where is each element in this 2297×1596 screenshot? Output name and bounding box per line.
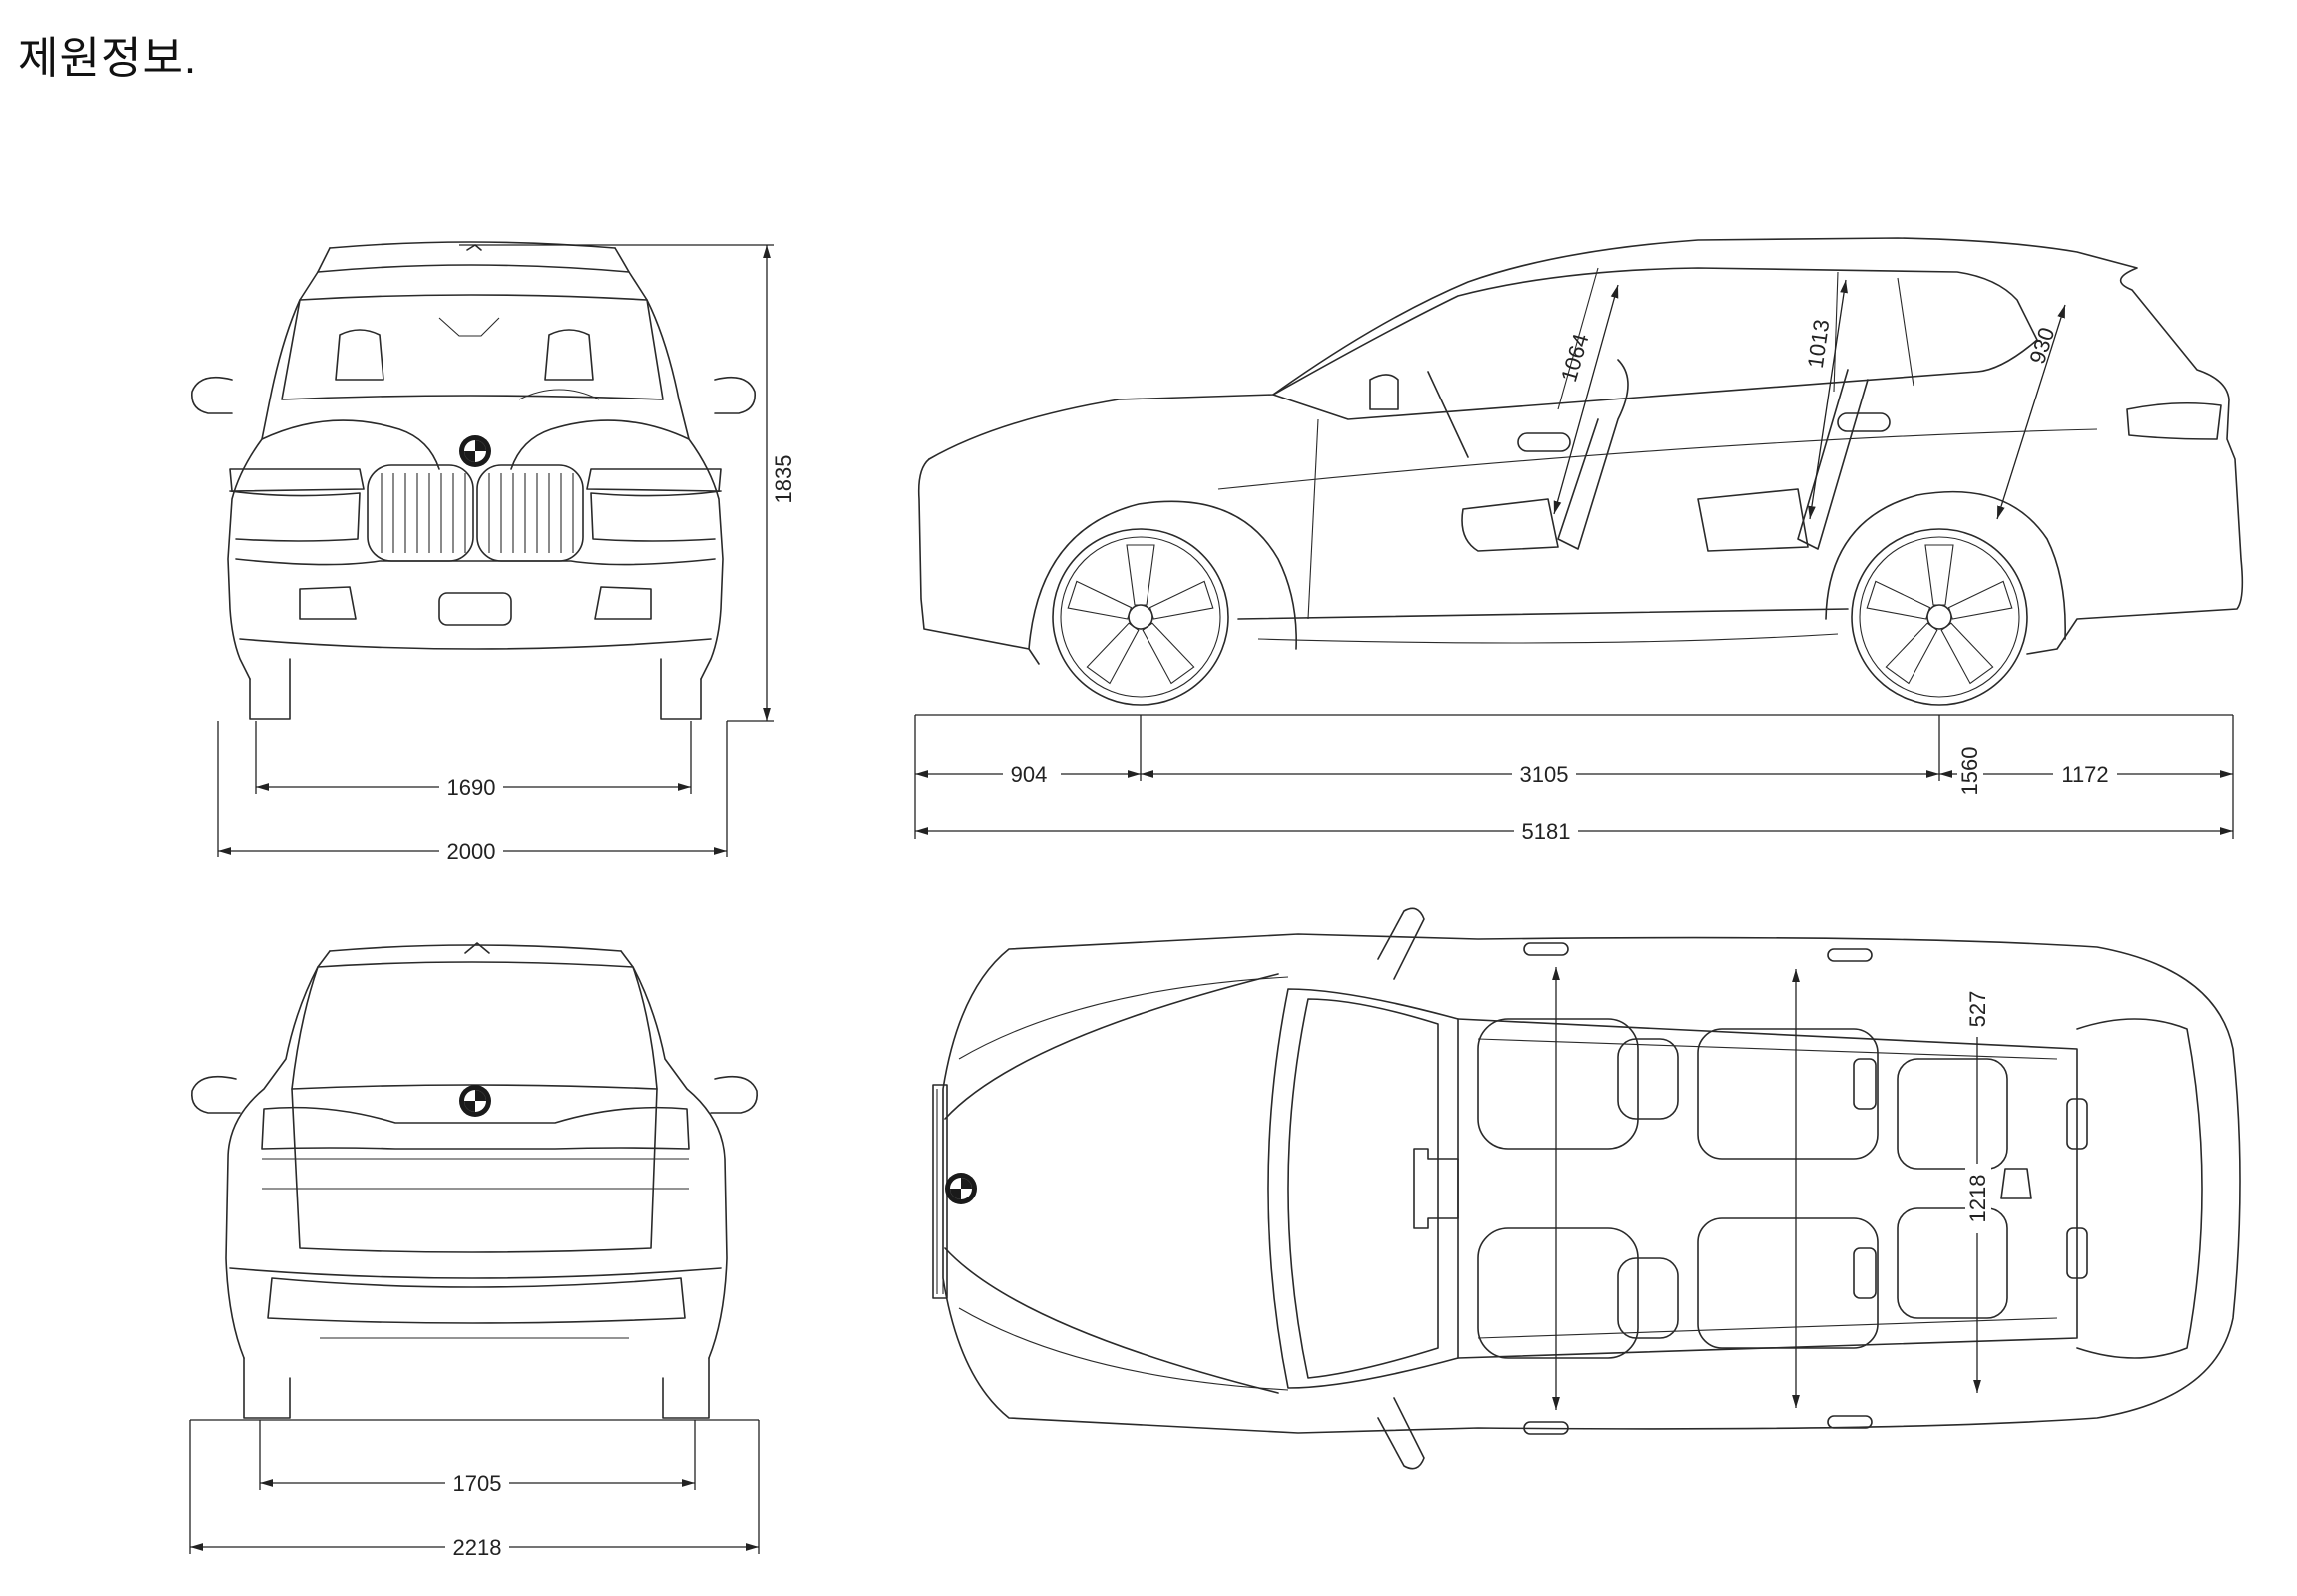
page-title: 제원정보. — [18, 34, 198, 83]
rear-overhang-label: 1172 — [2061, 762, 2108, 787]
side-view: 1064 1013 930 904 3105 1172 1560 5181 — [914, 237, 2244, 844]
front-track-label: 1690 — [447, 775, 496, 800]
top-view: 527 1218 — [932, 907, 2241, 1470]
front-height-label: 1835 — [771, 455, 796, 504]
rear-view: 1705 2218 — [189, 942, 760, 1560]
interior-width-third-row-label: 1218 — [1965, 1175, 1990, 1223]
front-view: 1835 1690 2000 — [191, 241, 796, 864]
shoulder-width-third-row-label: 527 — [1965, 991, 1990, 1028]
front-width-label: 2000 — [447, 839, 496, 864]
overall-length-label: 5181 — [1522, 819, 1571, 844]
rear-mirror-width-label: 2218 — [453, 1535, 502, 1560]
wheelbase-label: 3105 — [1520, 762, 1569, 787]
rear-track-label: 1705 — [453, 1471, 502, 1496]
side-height-label: 1560 — [1957, 747, 1982, 796]
headroom-third-row-label: 930 — [2024, 324, 2059, 367]
front-overhang-label: 904 — [1011, 762, 1048, 787]
headroom-second-row-label: 1013 — [1803, 318, 1835, 370]
headroom-front-label: 1064 — [1556, 331, 1594, 385]
